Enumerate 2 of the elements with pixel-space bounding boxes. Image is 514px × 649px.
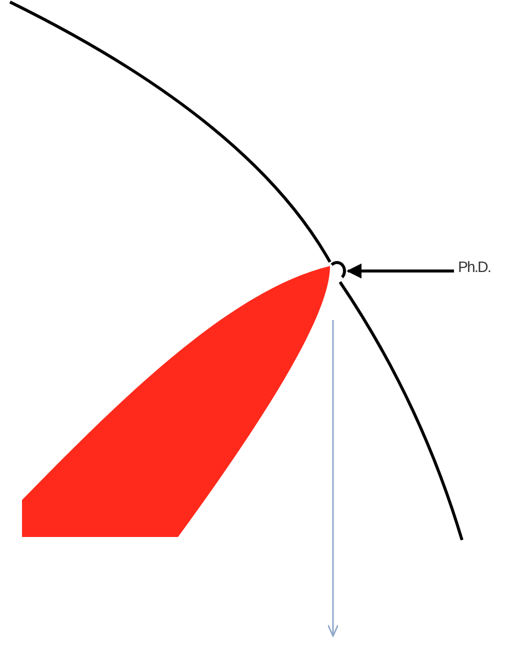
node-label: Ph.D. — [458, 259, 491, 276]
arrow — [346, 264, 454, 278]
